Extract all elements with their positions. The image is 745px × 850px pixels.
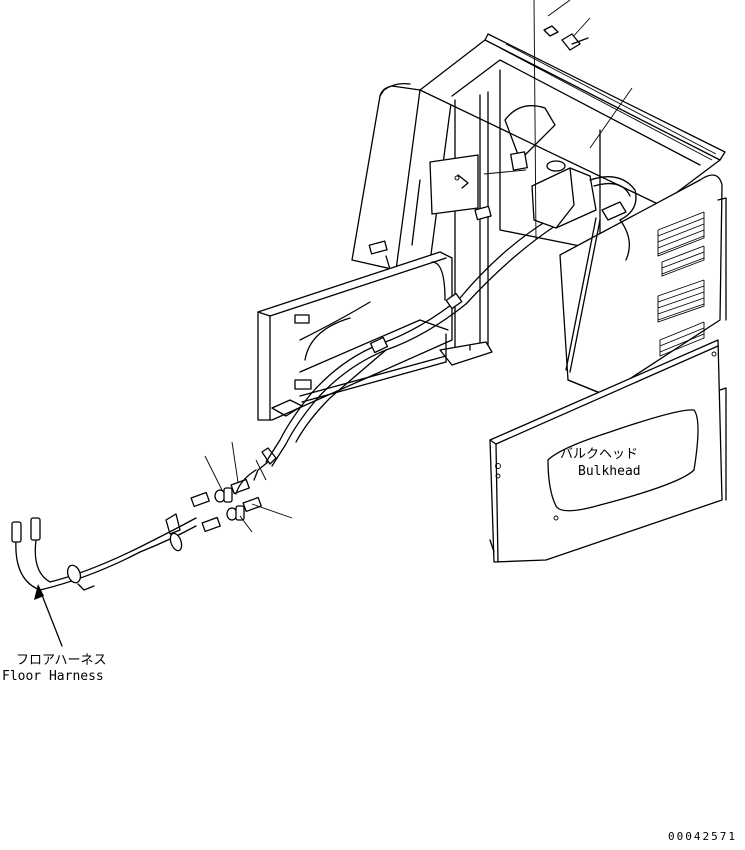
connectors [165, 469, 262, 535]
wiring-harness [253, 160, 637, 481]
drawing-number: 00042571 [668, 830, 737, 843]
floor-harness-drawing [11, 517, 197, 591]
bulkhead-panel [489, 339, 727, 563]
frame-base [257, 251, 493, 421]
floor-harness-label-en: Floor Harness [2, 669, 104, 684]
bolt-and-washer [543, 25, 589, 51]
vent-louvers-lower [657, 279, 705, 357]
floor-harness-arrow [34, 584, 63, 647]
vent-louvers-upper [657, 211, 705, 277]
frame-assembly [351, 33, 726, 356]
connector-upper [214, 487, 233, 503]
bulkhead-label-jp: バルクヘッド [560, 447, 638, 462]
callout-lines [204, 0, 633, 533]
bulkhead-label-en: Bulkhead [578, 464, 641, 479]
connector-lower [226, 505, 245, 521]
side-panel [559, 174, 727, 396]
floor-harness-label-jp: フロアハーネス [16, 653, 106, 668]
